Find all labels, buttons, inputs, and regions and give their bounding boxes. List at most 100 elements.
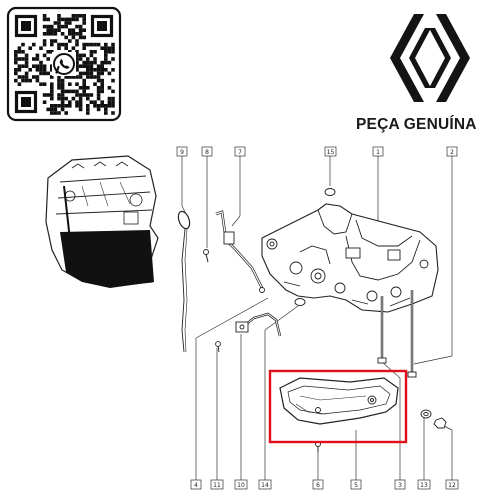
qr-module: [89, 50, 94, 54]
qr-module: [104, 60, 108, 65]
qr-module: [86, 57, 90, 61]
qr-module: [111, 57, 115, 61]
qr-module: [93, 100, 97, 104]
qr-module: [78, 107, 83, 112]
qr-module: [111, 50, 115, 54]
qr-module: [104, 111, 108, 115]
qr-module: [111, 96, 115, 101]
qr-module: [75, 53, 79, 58]
qr-module: [50, 96, 54, 101]
qr-module: [68, 21, 72, 25]
callout-15: 15: [324, 146, 337, 157]
qr-module: [75, 50, 79, 54]
qr-module: [42, 71, 47, 76]
qr-module: [42, 64, 47, 68]
qr-module: [100, 71, 104, 76]
qr-module: [39, 82, 43, 86]
qr-module: [82, 64, 86, 68]
qr-module: [107, 96, 112, 101]
qr-module: [50, 75, 54, 79]
qr-module: [78, 14, 83, 18]
qr-module: [21, 57, 25, 61]
qr-module: [104, 57, 108, 61]
qr-module: [53, 111, 58, 115]
qr-module: [50, 107, 54, 112]
qr-module: [75, 14, 79, 18]
qr-module: [78, 35, 83, 40]
qr-module: [60, 96, 65, 101]
qr-module: [60, 93, 65, 97]
qr-module: [46, 57, 50, 61]
qr-module: [64, 75, 68, 79]
qr-module: [86, 96, 90, 101]
qr-module: [46, 24, 50, 29]
qr-module: [17, 50, 22, 54]
qr-module: [14, 53, 18, 58]
svg-text:10: 10: [237, 482, 245, 489]
qr-module: [17, 75, 22, 79]
qr-module: [50, 50, 54, 54]
qr-module: [96, 86, 101, 90]
qr-module: [57, 104, 61, 108]
callout-4: 4: [190, 479, 202, 490]
qr-module: [68, 32, 72, 36]
qr-module: [100, 82, 104, 86]
callout-10: 10: [234, 479, 248, 490]
qr-module: [82, 93, 86, 97]
qr-module: [82, 28, 86, 32]
qr-module: [75, 64, 79, 68]
svg-text:14: 14: [261, 482, 269, 489]
qr-module: [68, 100, 72, 104]
oil-level-sensor: [235, 312, 282, 337]
qr-module: [96, 64, 101, 68]
qr-module: [50, 111, 54, 115]
qr-module: [89, 64, 94, 68]
qr-module: [100, 60, 104, 65]
svg-text:8: 8: [205, 149, 209, 156]
qr-module: [35, 53, 40, 58]
qr-module: [60, 32, 65, 36]
qr-module: [28, 46, 32, 50]
qr-module: [60, 17, 65, 22]
leader-lines: [181, 156, 453, 480]
qr-module: [14, 60, 18, 65]
qr-module: [57, 21, 61, 25]
small-bolt: [215, 341, 221, 353]
qr-module: [35, 64, 40, 68]
svg-text:7: 7: [238, 149, 242, 156]
qr-module: [50, 42, 54, 47]
qr-module: [93, 50, 97, 54]
qr-module: [68, 89, 72, 94]
qr-module: [111, 42, 115, 47]
qr-module: [100, 100, 104, 104]
svg-text:13: 13: [420, 482, 428, 489]
qr-module: [82, 89, 86, 94]
qr-module: [100, 78, 104, 83]
qr-module: [75, 39, 79, 43]
qr-module: [93, 60, 97, 65]
qr-module: [50, 89, 54, 94]
qr-module: [21, 50, 25, 54]
qr-module: [64, 111, 68, 115]
o-ring: [294, 298, 306, 306]
qr-module: [57, 82, 61, 86]
qr-module: [46, 107, 50, 112]
qr-module: [75, 24, 79, 29]
qr-module: [78, 32, 83, 36]
qr-module: [50, 68, 54, 72]
qr-module: [42, 24, 47, 29]
genuine-part-tagline: PEÇA GENUÍNA: [356, 116, 477, 133]
qr-module: [57, 24, 61, 29]
callout-9: 9: [176, 146, 188, 157]
qr-module: [86, 75, 90, 79]
qr-module: [60, 89, 65, 94]
qr-module: [57, 28, 61, 32]
qr-module: [96, 71, 101, 76]
bolt: [203, 249, 209, 263]
qr-module: [64, 104, 68, 108]
dipstick-guide-tube: [215, 210, 265, 293]
qr-module: [78, 75, 83, 79]
qr-module: [60, 78, 65, 83]
qr-module: [93, 104, 97, 108]
